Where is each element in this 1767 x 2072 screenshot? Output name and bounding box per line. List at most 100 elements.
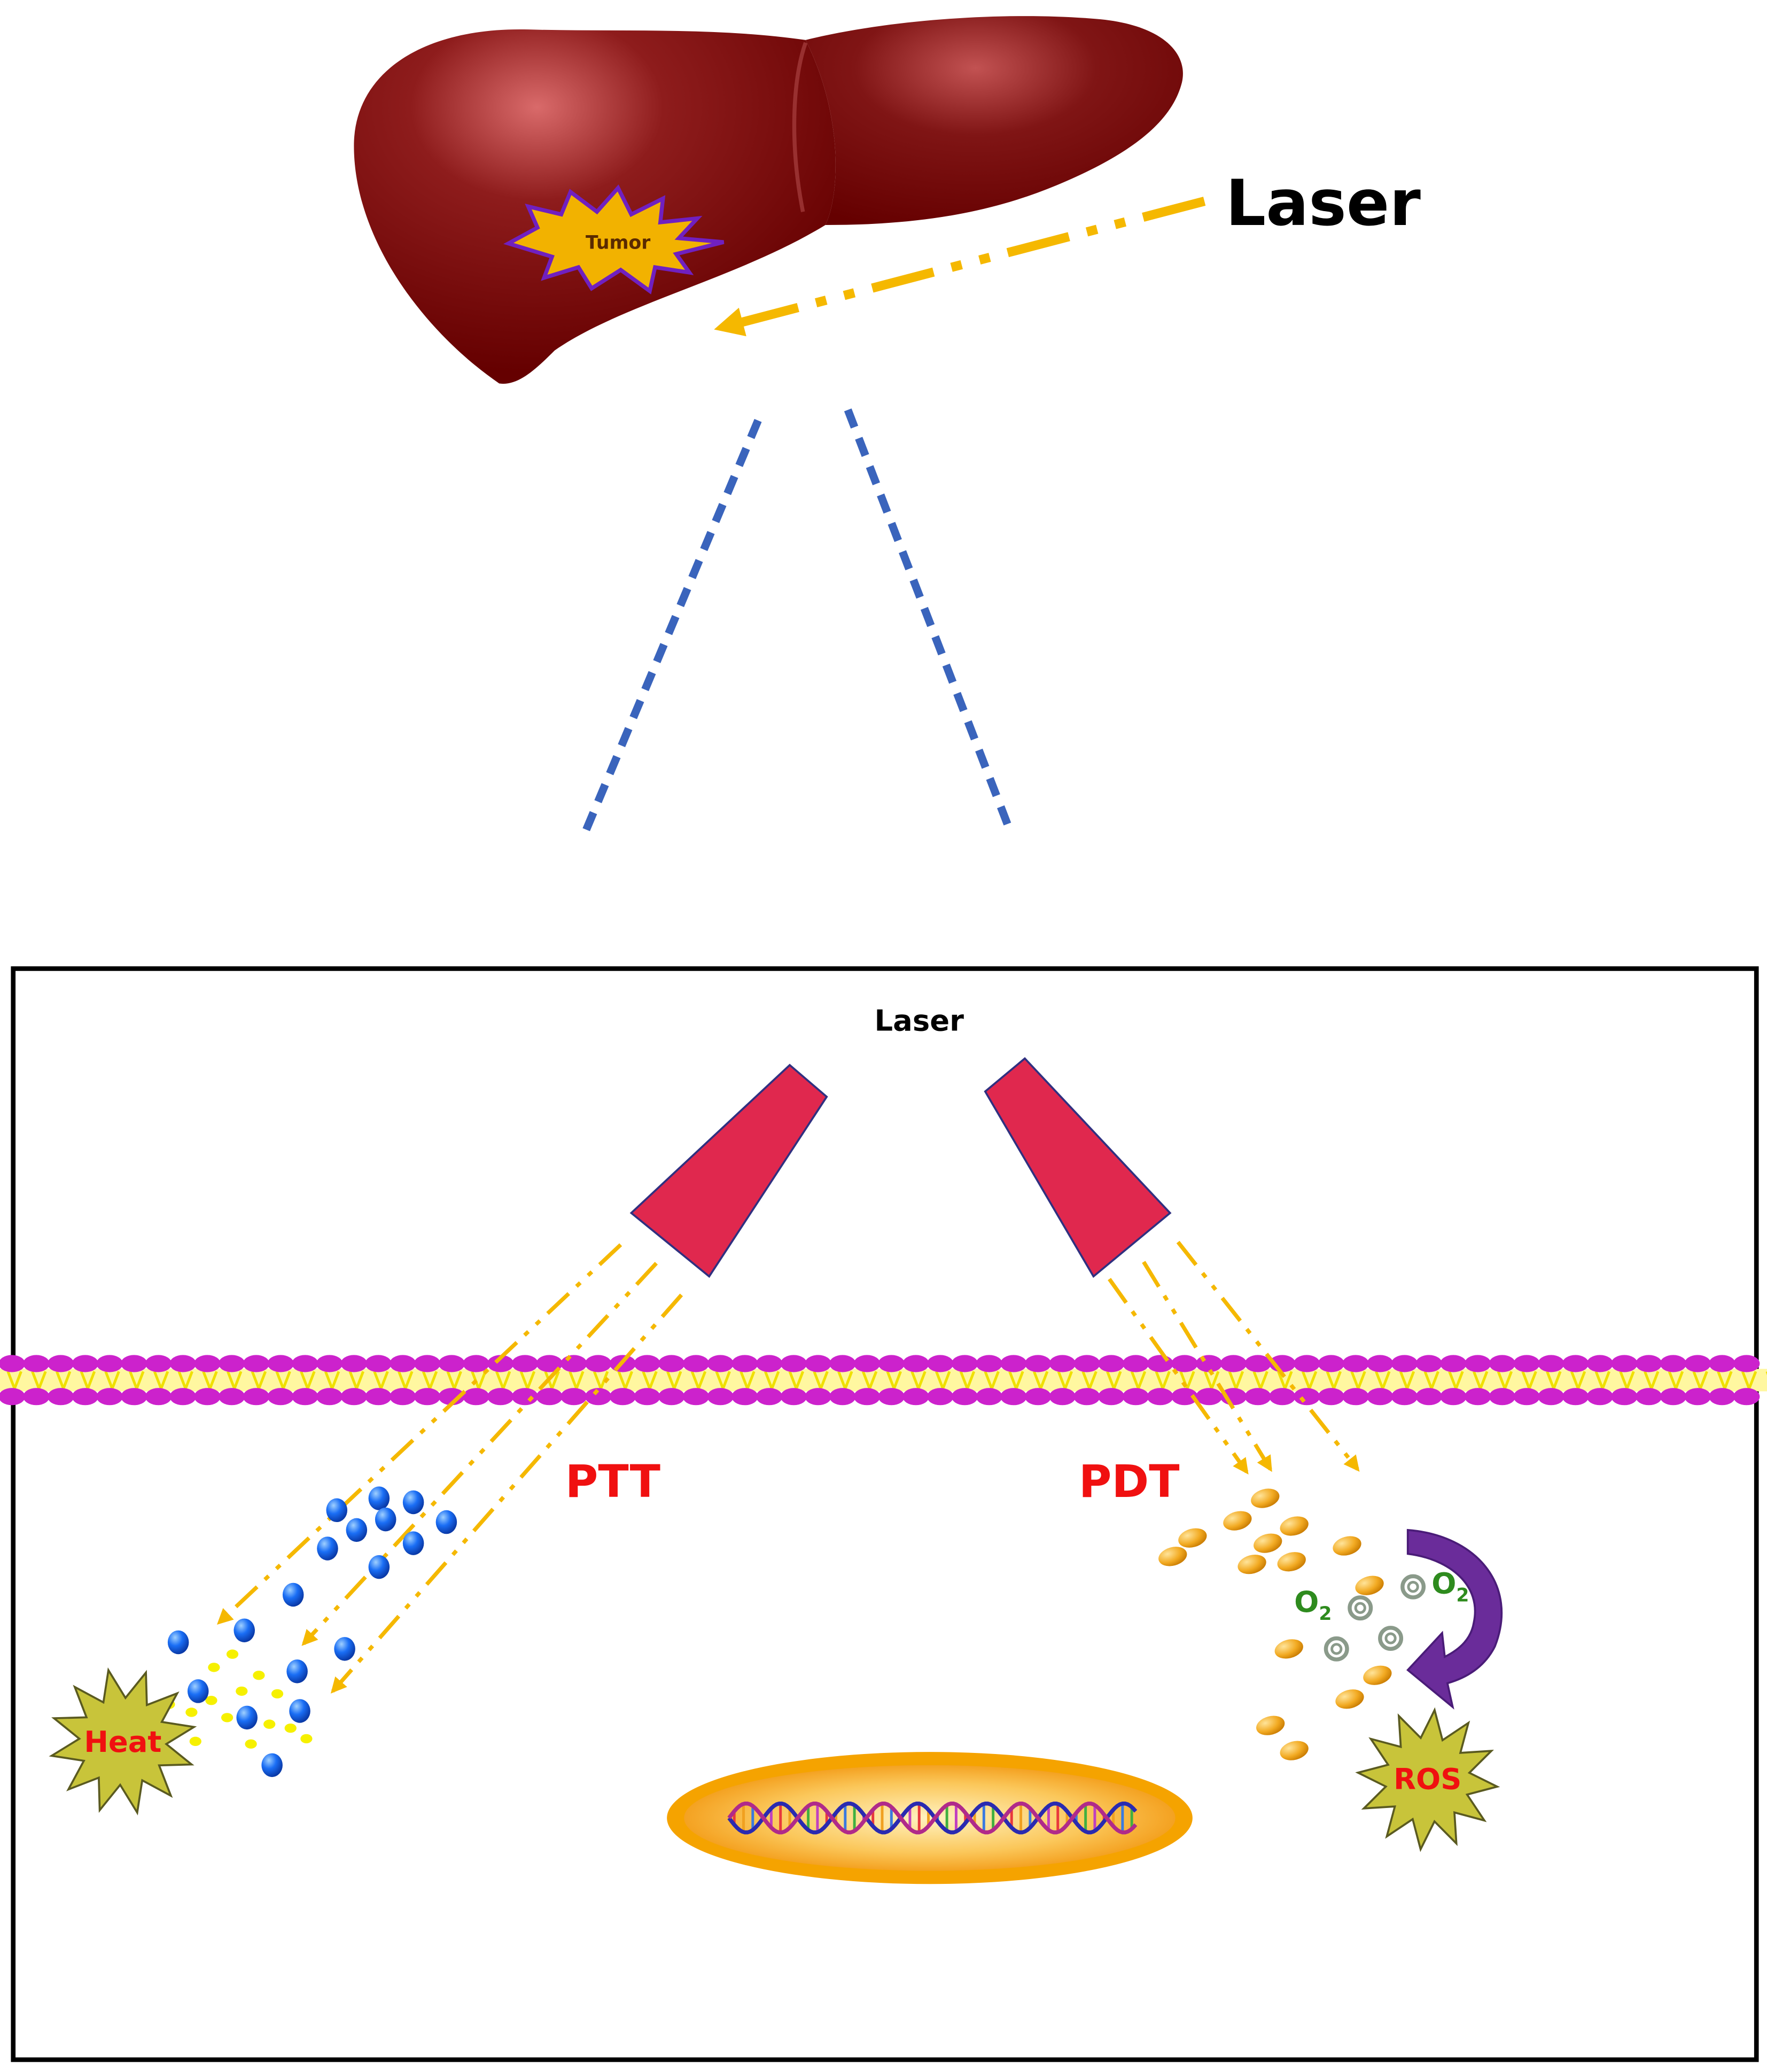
pdt-label: PDT [1079,1455,1180,1508]
lipid-head [365,1388,392,1406]
nanoparticle-icon [187,1679,209,1703]
lipid-head [1733,1355,1760,1372]
lipid-head [1611,1355,1638,1372]
lipid-head [561,1355,587,1372]
heat-burst: Heat [49,1667,197,1815]
lipid-head [0,1355,25,1372]
lipid-head [1049,1355,1076,1372]
lipid-head [1415,1355,1442,1372]
nanoparticle-icon [1223,1511,1252,1531]
nanoparticle-icon [368,1555,390,1579]
lipid-head [1147,1355,1174,1372]
lipid-head [561,1388,587,1406]
lipid-head [1196,1355,1223,1372]
lipid-head [438,1355,465,1372]
laser-beam-top [714,197,1206,337]
lipid-head [1049,1388,1076,1406]
nanoparticle-icon [402,1490,424,1515]
lipid-head [96,1355,123,1372]
nanoparticle-icon [1237,1555,1266,1574]
lipid-head [1513,1355,1540,1372]
nanoparticle-icon [326,1498,348,1523]
liver-right-lobe [805,16,1183,225]
lipid-head [194,1355,221,1372]
nanoparticle-icon [286,1659,308,1683]
lipid-head [1098,1355,1125,1372]
lipid-head [1562,1355,1589,1372]
lipid-head [1538,1355,1564,1372]
lipid-head [267,1355,294,1372]
lipid-head [169,1388,197,1406]
cell-membrane [0,1355,1767,1406]
lipid-head [194,1388,221,1406]
lipid-head [169,1355,197,1372]
lipid-head [47,1388,74,1406]
lipid-head [1269,1388,1296,1406]
ros-label: ROS [1394,1762,1461,1796]
lipid-head [1244,1388,1271,1406]
lipid-head [1367,1388,1394,1406]
lipid-head [707,1388,734,1406]
lipid-head [682,1355,710,1372]
nanoparticle-icon [1254,1533,1282,1553]
lipid-head [23,1388,50,1406]
lipid-head [927,1355,954,1372]
lipid-head [951,1355,978,1372]
lipid-head [243,1388,270,1406]
lipid-head [780,1388,807,1406]
lipid-head [731,1388,758,1406]
lipid-head [463,1388,489,1406]
lipid-head [243,1355,270,1372]
ros-burst: ROS [1355,1707,1500,1852]
lipid-head [878,1355,905,1372]
ptt-beams [216,1243,683,1694]
cell-nucleus [667,1752,1193,1884]
lipid-head [1122,1355,1149,1372]
lipid-head [1147,1388,1174,1406]
liver-main-lobe [354,29,836,384]
lipid-head [1636,1355,1662,1372]
laser-device-left-icon [629,1064,828,1278]
lipid-head [1733,1388,1760,1406]
lipid-head [0,1388,25,1406]
lipid-head [1513,1388,1540,1406]
lipid-head [585,1355,612,1372]
nanoparticle-icon [1274,1639,1303,1659]
tumor-label: Tumor [586,232,650,253]
heat-burst-icon [49,1667,197,1815]
lipid-head [976,1355,1002,1372]
lipid-head [780,1355,807,1372]
lipid-head [707,1355,734,1372]
lipid-head [1684,1388,1711,1406]
lipid-head [1024,1388,1052,1406]
tumor-star-icon [503,184,725,294]
lipid-head [634,1388,660,1406]
cell-panel [11,966,1759,2062]
heat-label: Heat [84,1725,161,1759]
lipid-head [1391,1388,1418,1406]
lipid-head [609,1388,636,1406]
laser-label-top: Laser [1226,166,1421,240]
nanoparticle-icon [368,1486,390,1510]
lipid-head [1636,1388,1662,1406]
lipid-head [511,1355,539,1372]
lipid-head [23,1355,50,1372]
lipid-head [1244,1355,1271,1372]
lipid-head [1391,1355,1418,1372]
nanoparticle-icon [1277,1552,1306,1572]
lipid-head [658,1388,685,1406]
lipid-head [658,1355,685,1372]
lipid-head [96,1388,123,1406]
lipid-head [1293,1355,1320,1372]
lipid-head [1342,1355,1369,1372]
lipid-head [634,1355,660,1372]
lipid-head [292,1388,318,1406]
lipid-head [829,1355,856,1372]
nanoparticle-icon [1335,1689,1364,1709]
lipid-head [1098,1388,1125,1406]
lipid-head [536,1388,563,1406]
lipid-head [121,1388,147,1406]
lipid-head [1024,1355,1052,1372]
ros-burst-icon [1355,1707,1500,1852]
